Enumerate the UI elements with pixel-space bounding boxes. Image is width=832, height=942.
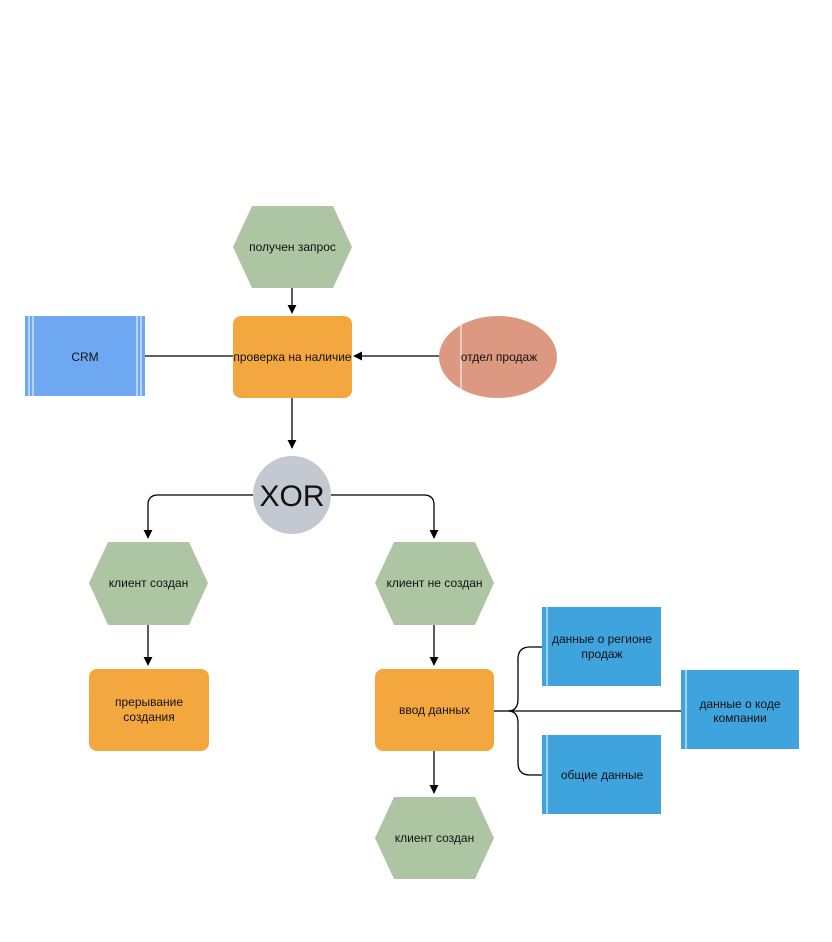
system-crm[interactable]: CRM bbox=[25, 316, 145, 396]
xor-circle bbox=[253, 456, 331, 534]
system-crm-label: CRM bbox=[71, 350, 98, 364]
event-hexagon bbox=[89, 542, 208, 625]
function-data-input[interactable]: ввод данных bbox=[375, 669, 494, 751]
event-client-not-created[interactable]: клиент не создан bbox=[375, 542, 494, 625]
data-region-label-line2: продаж bbox=[581, 647, 622, 661]
arrow-xor-to-client-created bbox=[143, 494, 253, 539]
data-sales-region[interactable]: данные о регионе продаж bbox=[542, 607, 661, 686]
data-general-label: общие данные bbox=[561, 768, 644, 782]
function-check-label: проверка на наличие bbox=[233, 350, 352, 364]
event-client-created[interactable]: клиент создан bbox=[89, 542, 208, 625]
function-box bbox=[375, 669, 494, 751]
org-unit-sales[interactable]: отдел продаж bbox=[439, 316, 557, 398]
xor-gateway[interactable]: XOR bbox=[253, 456, 331, 534]
event-client-created-final-label: клиент создан bbox=[395, 831, 474, 845]
data-company-code-label-line1: данные о коде bbox=[699, 697, 780, 711]
function-abort-label-line2: создания bbox=[123, 710, 174, 724]
data-company-code-label-line2: компании bbox=[713, 711, 767, 725]
org-unit-ellipse bbox=[439, 316, 557, 398]
function-check-availability[interactable]: проверка на наличие bbox=[233, 316, 352, 398]
system-box bbox=[25, 316, 145, 396]
arrow-xor-to-client-not-created bbox=[331, 494, 439, 539]
event-hexagon bbox=[233, 206, 352, 288]
data-box bbox=[542, 607, 661, 686]
event-client-created-label: клиент создан bbox=[109, 576, 188, 590]
event-client-not-created-label: клиент не создан bbox=[386, 576, 482, 590]
data-region-label-line1: данные о регионе bbox=[552, 632, 652, 646]
function-abort-label-line1: прерывание bbox=[115, 695, 183, 709]
event-hexagon bbox=[375, 797, 494, 879]
function-abort-creation[interactable]: прерывание создания bbox=[89, 669, 209, 751]
function-box bbox=[89, 669, 209, 751]
xor-label: XOR bbox=[259, 480, 324, 513]
data-general[interactable]: общие данные bbox=[542, 735, 661, 814]
event-request-received[interactable]: получен запрос bbox=[233, 206, 352, 288]
event-hexagon bbox=[375, 542, 494, 625]
data-box bbox=[542, 735, 661, 814]
data-box bbox=[681, 670, 799, 749]
data-company-code[interactable]: данные о коде компании bbox=[681, 670, 799, 749]
org-unit-sales-label: отдел продаж bbox=[461, 350, 537, 364]
event-client-created-final[interactable]: клиент создан bbox=[375, 797, 494, 879]
event-request-label: получен запрос bbox=[249, 240, 336, 254]
connectors bbox=[143, 288, 681, 794]
function-input-label: ввод данных bbox=[399, 703, 470, 717]
function-box bbox=[233, 316, 352, 398]
